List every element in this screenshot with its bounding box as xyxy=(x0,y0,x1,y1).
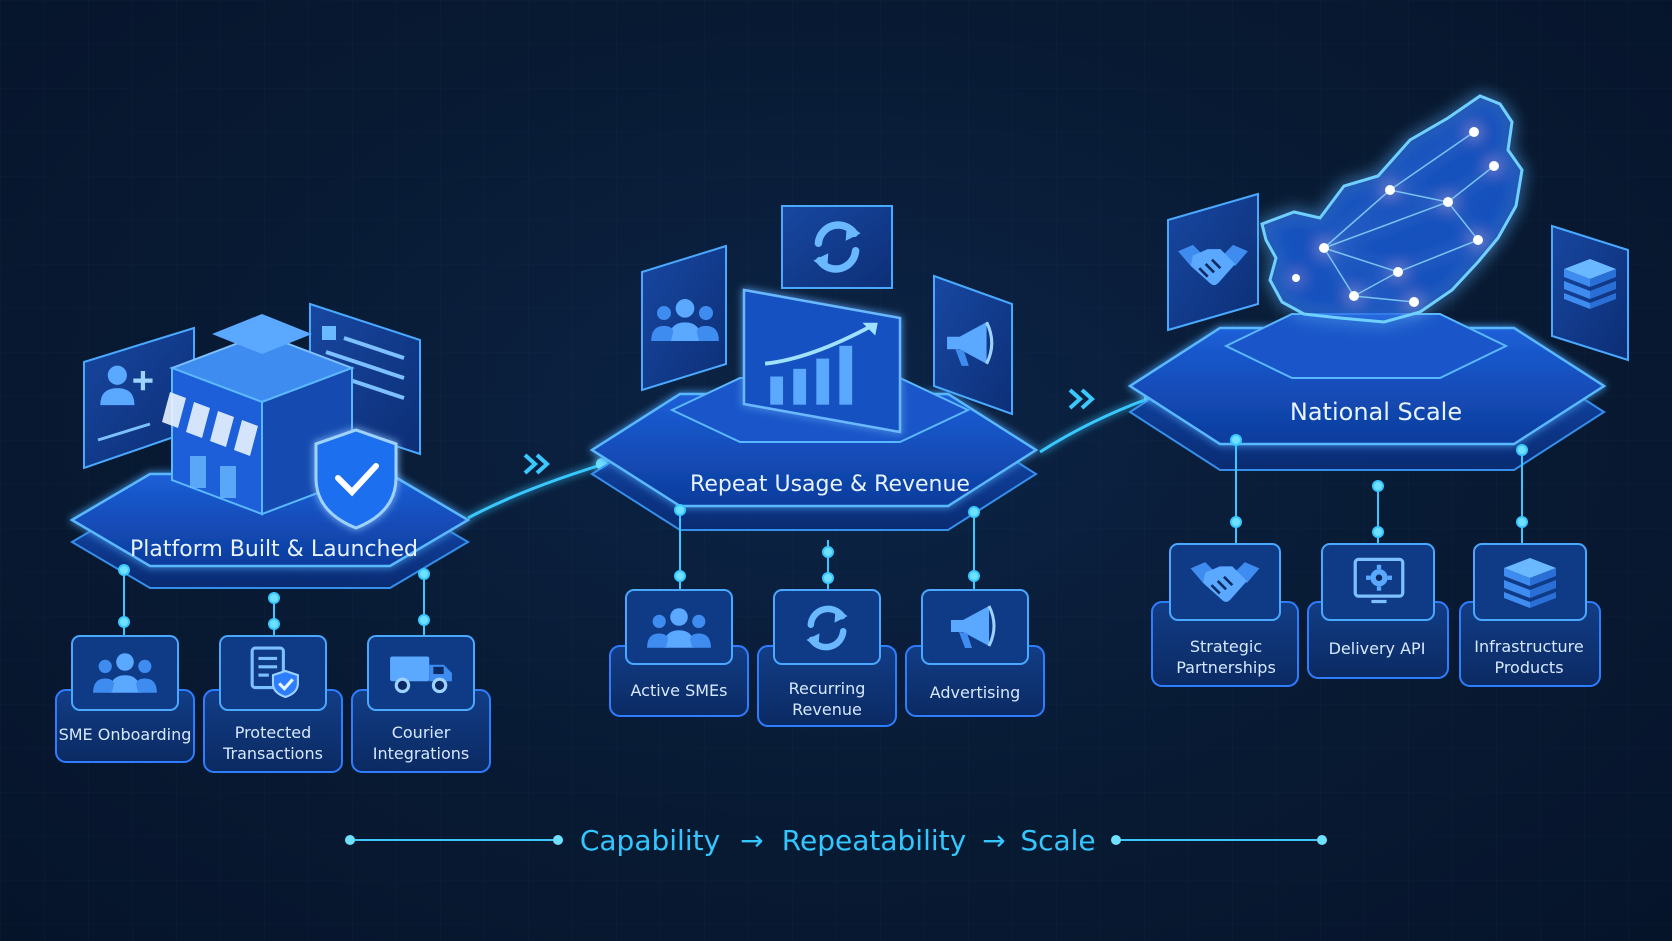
card-connectors xyxy=(118,564,430,636)
stage-platform-built: Platform Built & Launched SME Onboarding… xyxy=(55,302,491,773)
stage-title: Repeat Usage & Revenue xyxy=(690,472,970,497)
stage-title: Platform Built & Launched xyxy=(130,537,418,562)
flow-arrow-icon: → xyxy=(982,824,1005,857)
svg-text:Advertising: Advertising xyxy=(930,683,1021,702)
handshake-panel-icon xyxy=(1167,192,1259,332)
storefront-icon xyxy=(162,314,355,516)
flow-step-scale: Scale xyxy=(1020,824,1095,857)
flow-step-capability: Capability xyxy=(580,824,720,857)
shield-check-icon xyxy=(314,428,398,530)
card-advertising: Advertising xyxy=(905,589,1045,717)
svg-text:Delivery API: Delivery API xyxy=(1329,639,1426,658)
stage-repeat-usage: Repeat Usage & Revenue Active SMEs Recur… xyxy=(589,205,1045,727)
card-delivery-api: Delivery API xyxy=(1307,543,1449,679)
growth-chart-icon xyxy=(742,288,902,434)
megaphone-panel-icon xyxy=(933,274,1013,416)
svg-text:Active SMEs: Active SMEs xyxy=(631,681,728,700)
refresh-panel-icon xyxy=(781,205,893,289)
south-africa-map-icon xyxy=(1260,94,1524,324)
flow-step-repeatability: Repeatability xyxy=(782,824,966,857)
chevron-double-icon xyxy=(523,388,1095,475)
stage-title: National Scale xyxy=(1290,398,1462,426)
card-active-smes: Active SMEs xyxy=(609,589,749,717)
card-sme-onboarding: SME Onboarding xyxy=(55,635,195,763)
card-connectors xyxy=(674,504,980,590)
svg-text:SME Onboarding: SME Onboarding xyxy=(59,725,192,744)
flow-arrow-icon: → xyxy=(740,824,763,857)
progression-bar: Capability → Repeatability → Scale xyxy=(345,824,1327,857)
server-panel-icon xyxy=(1551,224,1629,362)
stage-connectors xyxy=(467,392,1156,520)
card-connectors xyxy=(1230,434,1528,544)
users-panel-icon xyxy=(641,244,727,392)
